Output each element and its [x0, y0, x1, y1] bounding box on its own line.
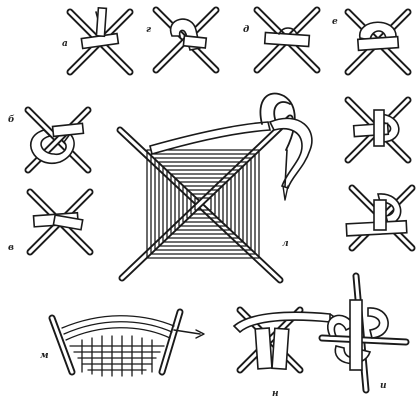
figure-right-2: [346, 188, 412, 248]
figure-b-label: б: [8, 114, 15, 125]
figure-i-label: и: [380, 381, 387, 391]
figure-d-label: д: [243, 25, 249, 35]
figure-d: д: [243, 10, 317, 70]
figure-e-label: е: [332, 17, 338, 27]
figure-m-label: м: [40, 351, 49, 361]
figure-l: л: [120, 94, 312, 280]
figure-a-label: а: [62, 39, 68, 49]
figure-right-1: [348, 100, 408, 160]
figure-b: б: [8, 110, 88, 170]
figure-a: а: [62, 8, 130, 72]
figure-n-label: н: [272, 389, 279, 399]
figure-l-label: л: [282, 239, 289, 249]
figure-g-label: г: [146, 25, 151, 35]
figure-v: в: [8, 192, 90, 253]
figure-i: и: [322, 276, 406, 391]
figure-m: м: [40, 312, 204, 376]
figure-e: е: [332, 12, 408, 72]
figure-g: г: [146, 10, 216, 70]
figure-v-label: в: [8, 243, 14, 253]
figure-n: н: [234, 310, 336, 399]
